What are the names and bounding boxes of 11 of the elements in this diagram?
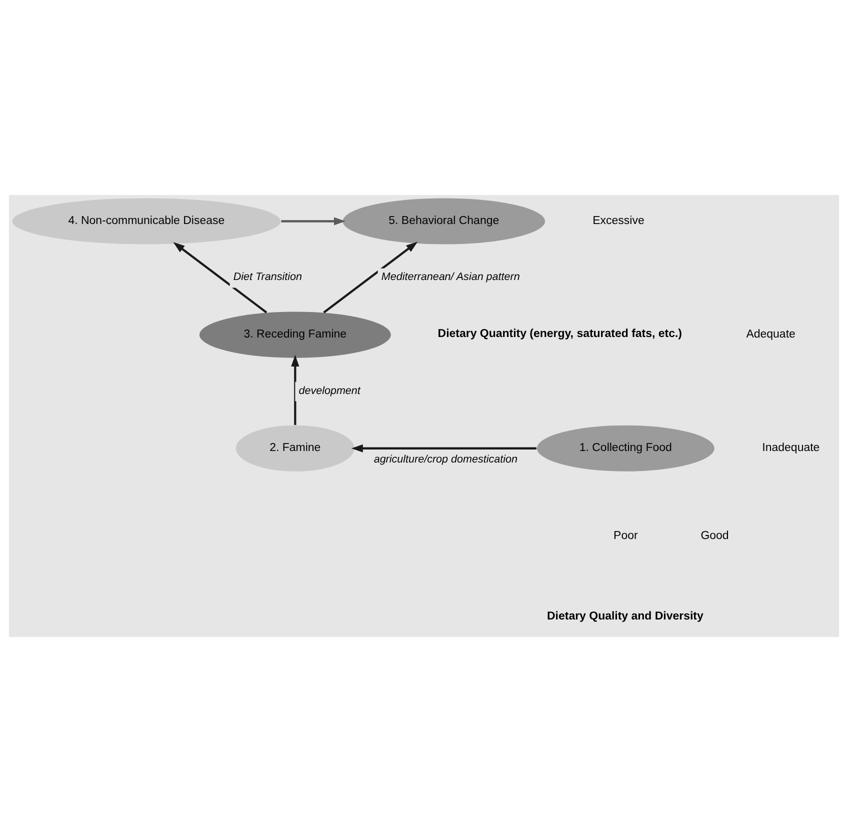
- label: Poor: [614, 530, 638, 542]
- label: Good: [700, 530, 729, 542]
- label: Dietary Quality and Diversity: [547, 610, 704, 622]
- label: Excessive: [592, 214, 644, 226]
- edge-label: Diet Transition: [233, 270, 302, 283]
- label: Adequate: [746, 328, 796, 340]
- edge-label: Mediterranean/ Asian pattern: [381, 270, 520, 283]
- edge-label: agriculture/crop domestication: [374, 452, 518, 465]
- edge-label: development: [298, 384, 360, 396]
- label: Inadequate: [762, 442, 820, 454]
- label: Dietary Quantity (energy, saturated fats, etc.): [438, 327, 682, 340]
